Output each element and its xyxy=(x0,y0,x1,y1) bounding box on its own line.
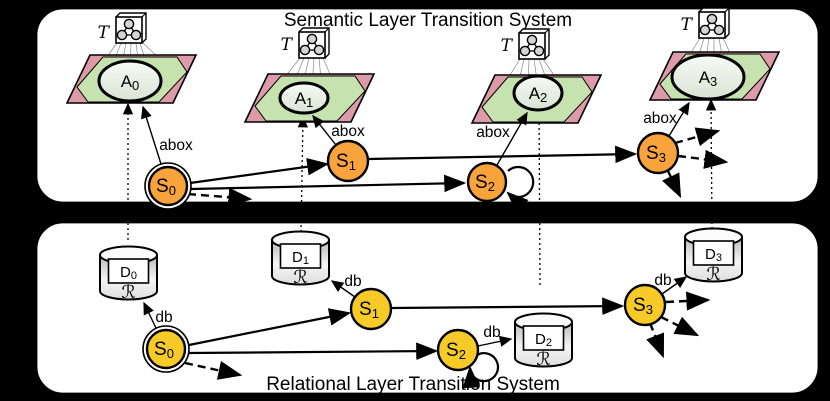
layer-link-3 xyxy=(705,98,717,230)
abox-node-label: A2 xyxy=(529,84,548,105)
self-loop-s2 xyxy=(506,165,535,213)
transition-r-s1-s3 xyxy=(390,297,625,315)
db-node-label: D1 xyxy=(292,249,309,267)
db-label-0: db xyxy=(155,309,172,326)
self-loop-r-s2 xyxy=(462,352,500,389)
abox-arrow-s1 xyxy=(312,114,337,146)
db-arrow-s2 xyxy=(477,335,513,347)
state-label: S3 xyxy=(633,295,653,317)
semantic-state-s1: S1 xyxy=(326,139,370,183)
state-label: S1 xyxy=(359,299,379,321)
semantic-model-3: A3 T xyxy=(648,7,781,101)
abox-node-label: A1 xyxy=(295,89,314,110)
semantic-state-s2: S2 xyxy=(466,161,508,203)
state-label: S1 xyxy=(336,151,356,173)
frontier-arrow-s0 xyxy=(187,187,253,207)
db-arrow-s3 xyxy=(661,276,688,295)
db-label-1: db xyxy=(344,273,361,290)
db-arrow-s1 xyxy=(330,280,356,298)
db-label-2: db xyxy=(483,324,500,341)
frontier-arrow-s3-b xyxy=(677,149,729,169)
relation-schema-label: ℛ xyxy=(293,267,307,288)
semantic-state-s3: S3 xyxy=(636,131,680,175)
state-label: S0 xyxy=(154,339,174,361)
tbox-label: T xyxy=(501,36,514,56)
frontier-arrow-r-s0 xyxy=(184,361,243,380)
tbox-icon xyxy=(115,12,147,44)
abox-label-1: abox xyxy=(331,123,365,140)
semantic-model-0: A0 T xyxy=(65,12,198,104)
db-label-3: db xyxy=(654,272,671,289)
transition-r-s0-s1 xyxy=(188,308,352,347)
abox-arrow-s0 xyxy=(141,105,162,165)
database-d0: D0 ℛ xyxy=(99,245,158,303)
frontier-arrow-r-s3-b xyxy=(660,315,700,337)
database-d1: D1 ℛ xyxy=(271,230,330,288)
abox-node-label: A3 xyxy=(699,68,718,89)
frontier-arrow-r-s3-c xyxy=(646,322,665,359)
relational-state-s1: S1 xyxy=(349,287,393,331)
state-label: S0 xyxy=(156,176,176,198)
abox-node-label: A0 xyxy=(121,72,140,93)
abox-arrow-s2 xyxy=(496,111,528,166)
abox-label-2: abox xyxy=(476,124,510,141)
transition-r-s0-s2 xyxy=(188,342,439,360)
abox-ellipse-a3 xyxy=(670,53,746,101)
frontier-arrow-r-s3-a xyxy=(665,291,711,311)
state-label: S2 xyxy=(446,340,466,362)
state-label: S2 xyxy=(475,172,495,194)
semantic-layer-title: Semantic Layer Transition System xyxy=(284,10,572,31)
abox-arrow-s3 xyxy=(668,101,690,137)
semantic-model-2: A2 T xyxy=(470,28,603,124)
tbox-label: T xyxy=(98,23,111,43)
tbox-label: T xyxy=(281,35,294,55)
tbox-icon xyxy=(298,27,330,59)
tbox-icon xyxy=(518,28,550,60)
relation-schema-label: ℛ xyxy=(536,349,550,370)
abox-label-0: abox xyxy=(159,137,193,154)
tbox-icon xyxy=(698,7,730,39)
relational-state-s2: S2 xyxy=(436,328,480,372)
tbox-label: T xyxy=(681,15,694,35)
abox-ellipse-a1 xyxy=(278,81,330,115)
semantic-state-s0: S0 xyxy=(144,162,192,210)
abox-ellipse-a0 xyxy=(97,59,163,103)
database-d2: D2 ℛ xyxy=(514,312,573,370)
transition-s0-s1 xyxy=(189,158,330,185)
database-d3: D3 ℛ xyxy=(684,227,743,285)
db-node-label: D3 xyxy=(705,246,722,264)
abox-ellipse-a2 xyxy=(512,74,564,112)
db-node-label: D2 xyxy=(535,331,552,349)
db-node-label: D0 xyxy=(120,264,137,282)
layer-link-1 xyxy=(297,115,309,233)
relational-state-s3: S3 xyxy=(623,283,667,327)
frontier-arrow-s3-a xyxy=(674,127,721,147)
relation-schema-label: ℛ xyxy=(706,264,720,285)
relational-state-s0: S0 xyxy=(142,325,190,373)
relational-layer-title: Relational Layer Transition System xyxy=(266,374,560,395)
semantic-model-1: A1 T xyxy=(243,27,376,123)
abox-label-3: abox xyxy=(643,110,677,127)
state-label: S3 xyxy=(646,143,666,165)
relation-schema-label: ℛ xyxy=(121,282,135,303)
frontier-arrow-s3-c xyxy=(661,170,682,199)
db-arrow-s0 xyxy=(143,301,157,329)
